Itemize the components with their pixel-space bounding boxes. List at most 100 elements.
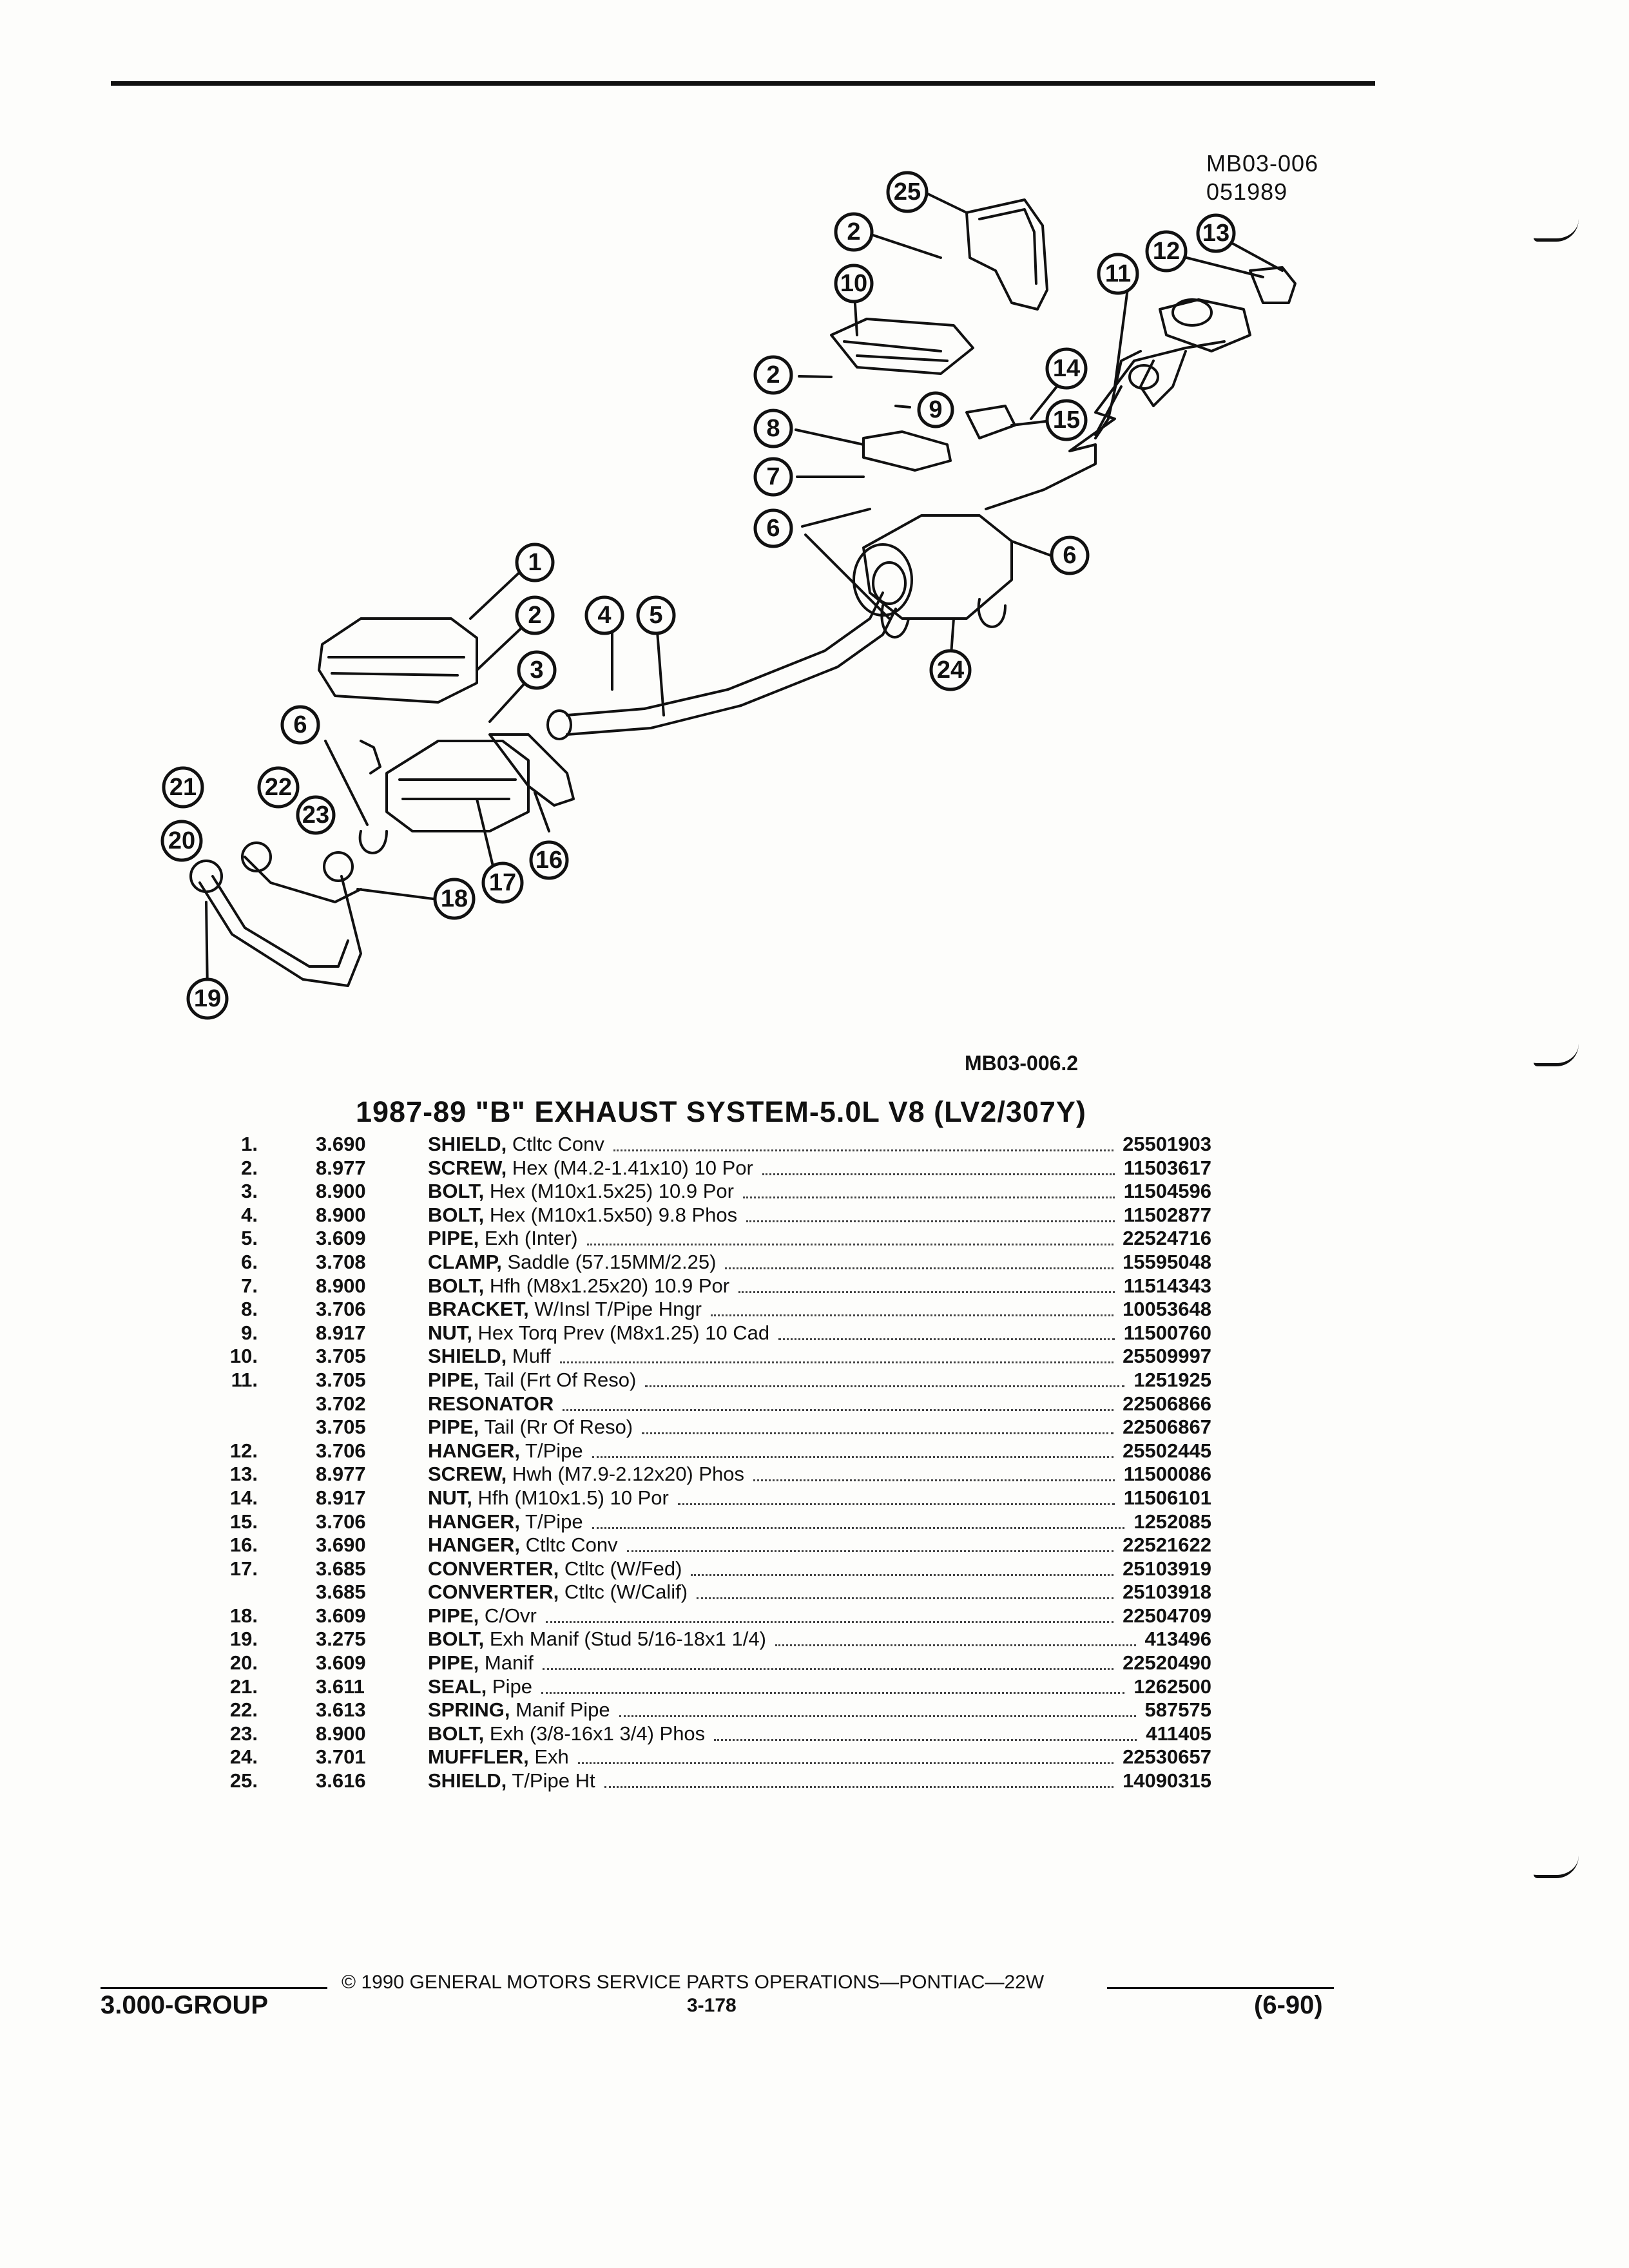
tailpipe-hanger-rear <box>1249 266 1296 304</box>
converter-hanger <box>488 733 575 807</box>
part-description: CONVERTER, Ctltc (W/Calif) <box>428 1581 688 1604</box>
part-spec: Hex (M4.2-1.41x10) 10 Por <box>512 1156 753 1179</box>
part-number: 11503617 <box>1123 1156 1211 1179</box>
part-description: CLAMP, Saddle (57.15MM/2.25) <box>428 1251 716 1274</box>
part-number: 1252085 <box>1133 1510 1211 1533</box>
dot-leader <box>697 1574 1113 1600</box>
part-number: 22506867 <box>1123 1416 1211 1439</box>
callout-4: 4 <box>597 602 611 629</box>
part-name: SHIELD, <box>428 1769 507 1792</box>
dot-leader <box>541 1669 1124 1694</box>
callout-14: 14 <box>1053 355 1080 382</box>
part-number: 587575 <box>1144 1698 1211 1722</box>
part-name: BOLT, <box>428 1722 485 1745</box>
dot-leader <box>546 1598 1113 1623</box>
item-number: 18. <box>229 1604 258 1627</box>
group-number: 8.977 <box>316 1156 366 1179</box>
part-spec: Exh (Inter) <box>484 1227 578 1250</box>
part-spec: C/Ovr <box>484 1604 537 1627</box>
callout-16: 16 <box>535 847 563 874</box>
group-number: 3.705 <box>316 1416 366 1439</box>
part-spec: Hwh (M7.9-2.12x20) Phos <box>512 1463 745 1486</box>
part-spec: Manif <box>484 1651 534 1675</box>
part-description: PIPE, Manif <box>428 1651 534 1675</box>
part-name: MUFFLER, <box>428 1745 529 1769</box>
part-number: 22521622 <box>1123 1533 1211 1557</box>
item-number: 16. <box>229 1533 258 1557</box>
dot-leader <box>543 1645 1113 1671</box>
part-spec: Hfh (M8x1.25x20) 10.9 Por <box>489 1274 730 1297</box>
part-description: PIPE, C/Ovr <box>428 1604 537 1628</box>
callout-5: 5 <box>649 602 662 629</box>
callout-12: 12 <box>1153 238 1180 265</box>
callout-20: 20 <box>168 827 195 854</box>
muffler-shield <box>830 318 974 375</box>
page-title: 1987-89 "B" EXHAUST SYSTEM-5.0L V8 (LV2/… <box>356 1095 1086 1128</box>
dot-leader <box>691 1551 1113 1576</box>
figure-code-line2: 051989 <box>1206 178 1288 205</box>
part-name: PIPE, <box>428 1227 479 1250</box>
dot-leader <box>619 1692 1136 1718</box>
footer-copyright: © 1990 GENERAL MOTORS SERVICE PARTS OPER… <box>342 1972 1045 1993</box>
intermediate-pipe <box>566 591 884 716</box>
part-spec: Manif Pipe <box>516 1698 610 1722</box>
dot-leader <box>743 1173 1115 1199</box>
part-name: BOLT, <box>428 1180 485 1203</box>
tailpipe-heat-shield <box>965 198 1048 311</box>
part-number: 25103918 <box>1123 1581 1211 1604</box>
dot-leader <box>592 1504 1124 1529</box>
part-name: NUT, <box>428 1486 472 1509</box>
callout-25: 25 <box>894 178 921 206</box>
catalytic-converter <box>385 740 530 832</box>
item-number: 1. <box>241 1133 258 1155</box>
footer-group: 3.000-GROUP <box>101 1991 269 2019</box>
part-name: SPRING, <box>428 1698 510 1722</box>
part-number: 1251925 <box>1133 1368 1211 1391</box>
callout-24: 24 <box>937 657 964 684</box>
part-description: BOLT, Exh (3/8-16x1 3/4) Phos <box>428 1722 705 1745</box>
part-spec: Hex Torq Prev (M8x1.25) 10 Cad <box>477 1321 770 1344</box>
callout-2: 2 <box>766 361 780 389</box>
item-number: 9. <box>241 1321 258 1344</box>
dot-leader <box>578 1739 1113 1765</box>
group-number: 3.609 <box>316 1604 366 1627</box>
part-spec: Hex (M10x1.5x25) 10.9 Por <box>489 1180 734 1203</box>
item-number: 13. <box>229 1463 258 1486</box>
part-name: CLAMP, <box>428 1250 502 1273</box>
item-number: 11. <box>231 1368 258 1391</box>
part-description: SHIELD, Ctltc Conv <box>428 1133 604 1156</box>
part-number: 10053648 <box>1123 1298 1211 1321</box>
part-number: 11500760 <box>1123 1321 1211 1344</box>
part-description: NUT, Hex Torq Prev (M8x1.25) 10 Cad <box>428 1321 769 1345</box>
item-number: 25. <box>229 1769 258 1792</box>
part-description: SEAL, Pipe <box>428 1675 532 1698</box>
callout-19: 19 <box>194 985 221 1012</box>
item-number: 6. <box>241 1250 258 1273</box>
tailpipe-hanger-upper <box>965 405 1016 439</box>
tailpipe-bracket <box>862 430 952 472</box>
top-rule <box>111 81 1375 86</box>
group-number: 8.900 <box>316 1722 366 1745</box>
group-number: 3.609 <box>316 1227 366 1250</box>
part-number: 22520490 <box>1123 1651 1211 1675</box>
part-spec: Hex (M10x1.5x50) 9.8 Phos <box>489 1203 738 1226</box>
part-spec: Pipe <box>492 1675 532 1698</box>
dot-leader <box>627 1527 1113 1553</box>
footer-page-number: 3-178 <box>687 1995 737 2016</box>
group-number: 8.900 <box>316 1203 366 1226</box>
group-number: 8.900 <box>316 1274 366 1297</box>
converter-shield <box>318 617 478 704</box>
part-number: 411405 <box>1146 1722 1211 1745</box>
item-number: 2. <box>241 1156 258 1179</box>
